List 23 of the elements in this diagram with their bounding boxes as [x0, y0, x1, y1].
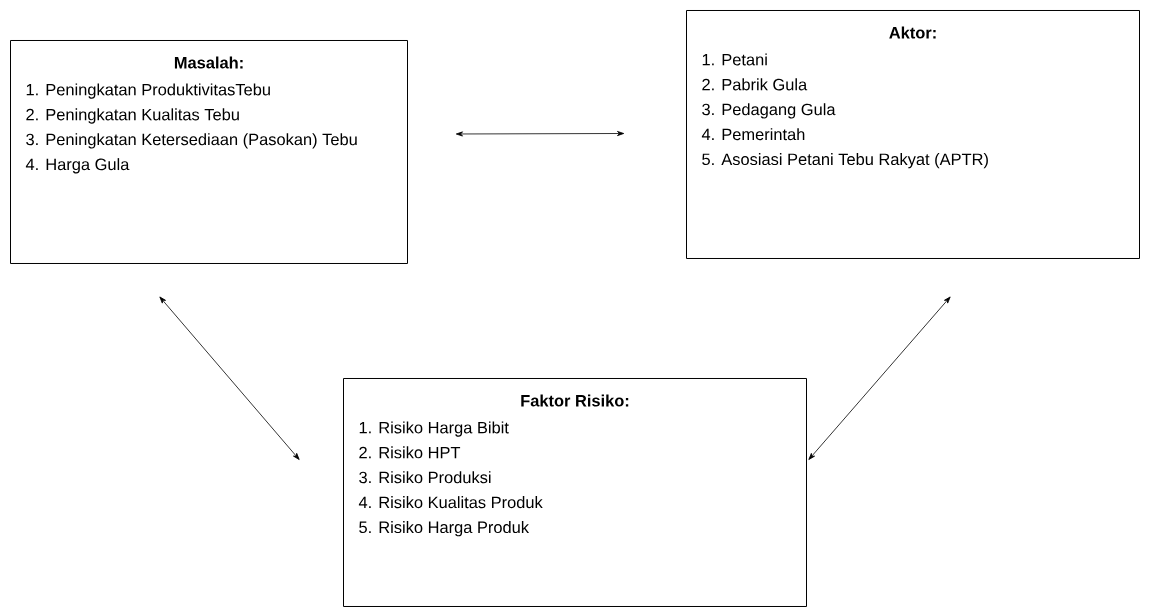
list-item: 5. Asosiasi Petani Tebu Rakyat (APTR) [702, 153, 988, 169]
list-item: 3. Risiko Produksi [359, 471, 491, 484]
text-box [686, 10, 1140, 259]
list-item: 3. Peningkatan Ketersediaan (Pasokan) Tebu [26, 133, 357, 149]
double-arrow [808, 296, 951, 460]
heading: Faktor Risiko: [521, 394, 629, 407]
text-box [343, 378, 807, 607]
list-item: 2. Pabrik Gula [702, 78, 808, 91]
heading: Aktor: [889, 26, 936, 39]
double-arrow [455, 131, 625, 137]
double-arrow [159, 296, 300, 460]
list-item: 4. Pemerintah [701, 128, 805, 141]
heading: Masalah: [174, 56, 243, 69]
list-item: 3. Pedagang Gula [702, 103, 836, 119]
list-item: 1. Peningkatan ProduktivitasTebu [26, 83, 270, 99]
list-item: 1. Petani [702, 53, 767, 66]
list-item: 4. Harga Gula [25, 158, 130, 174]
list-item: 5. Risiko Harga Produk [359, 521, 530, 537]
text-box [10, 40, 408, 264]
list-item: 1. Risiko Harga Bibit [359, 421, 509, 437]
list-item: 4. Risiko Kualitas Produk [358, 496, 543, 509]
list-item: 2. Risiko HPT [359, 446, 461, 459]
list-item: 2. Peningkatan Kualitas Tebu [26, 108, 239, 124]
